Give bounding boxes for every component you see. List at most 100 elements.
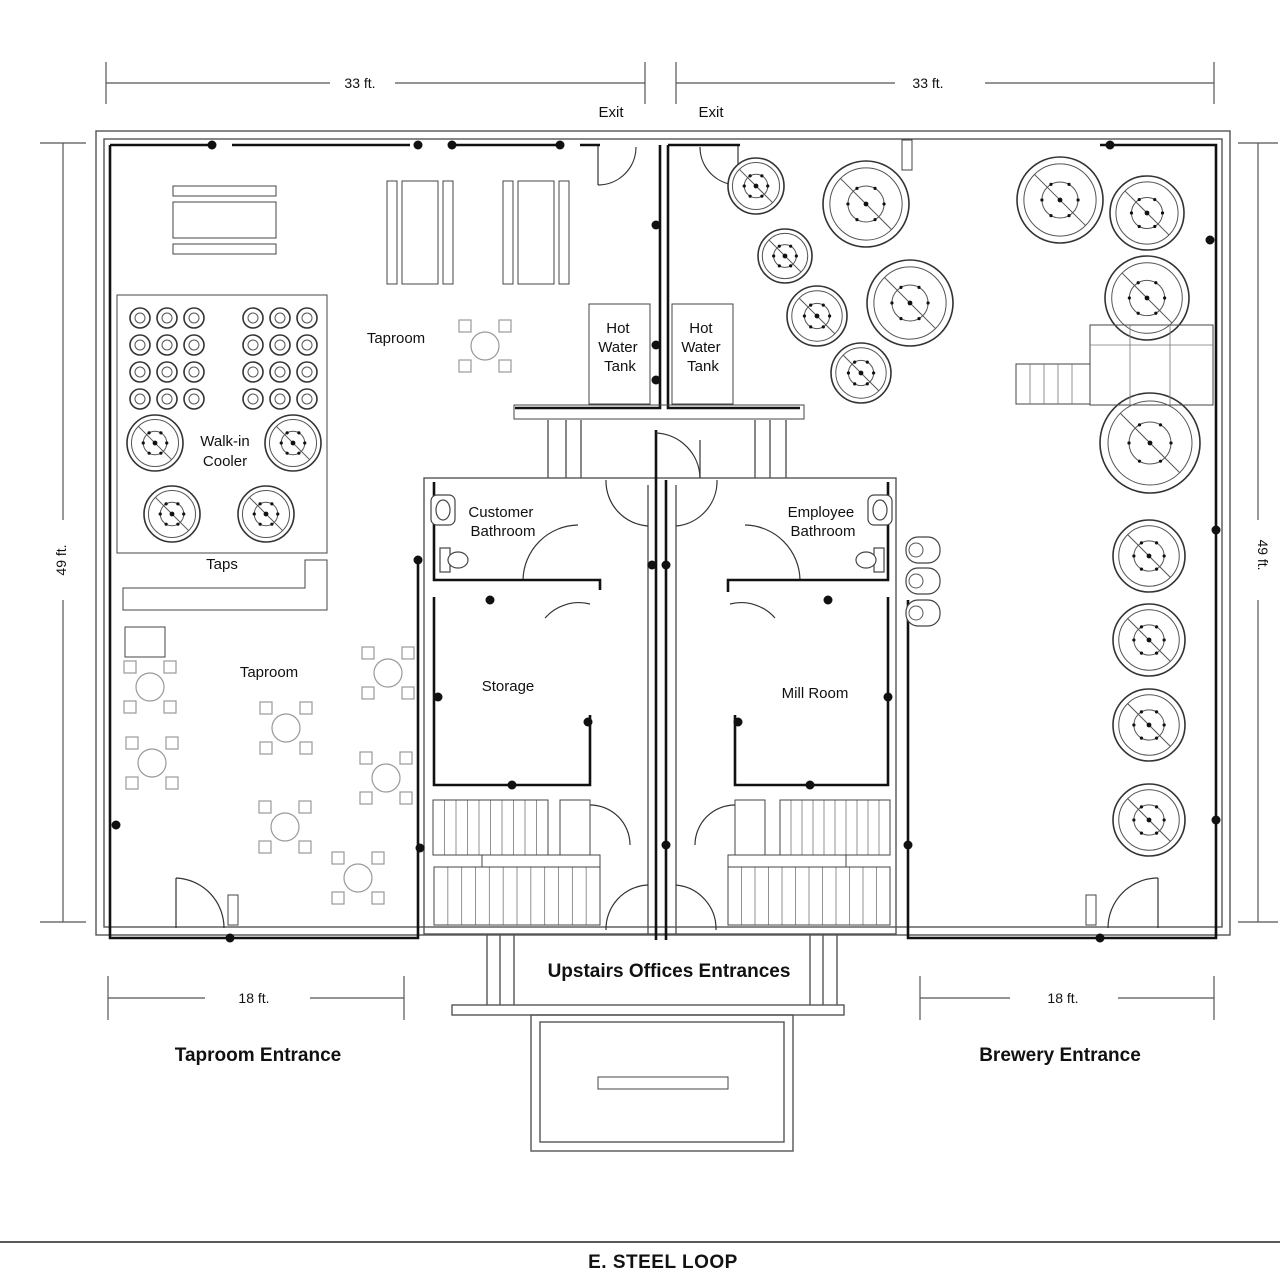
keg-icon [296,307,318,329]
taproom-lower-label: Taproom [240,664,298,681]
center-doors[interactable] [522,432,801,931]
storage-label: Storage [482,678,535,695]
keg-icon [129,388,151,410]
fermenter-tank-icon [1112,519,1186,593]
valve-markers [111,140,1221,943]
dimension-right: 49 ft. [1255,539,1271,570]
keg-icon [296,388,318,410]
closet-doors [559,799,766,856]
exit-door-icon[interactable] [175,877,225,929]
fermenter-tank-icon [1016,156,1104,244]
exit-door-icon[interactable] [1107,877,1159,929]
keg-icon [156,334,178,356]
keg-grid [129,307,318,410]
table-icon [361,646,415,700]
table-icon [458,319,512,373]
toilet-icon [855,547,885,573]
sink-icon [867,494,893,526]
dimension-left: 49 ft. [53,544,69,575]
stair-icon [432,799,891,926]
keg-icon [156,307,178,329]
keg-icon [242,388,264,410]
table-icon [125,736,179,790]
customer-bathroom-label: Customer Bathroom [468,504,537,540]
brew-platform [1015,324,1214,406]
electrical-panels [227,139,1097,926]
keg-icon [242,361,264,383]
fermenter-tank-icon [830,342,892,404]
fermenter-tank-icon [143,485,201,543]
fermenter-tank-icon [866,259,954,347]
hwt-left-l3: Tank [604,358,636,375]
keg-icon [242,334,264,356]
upstairs-offices-entrance-label: Upstairs Offices Entrances [548,961,791,982]
exit-door-icon[interactable] [597,146,637,186]
fermenter-tank-icon [757,228,813,284]
taproom-upper-label: Taproom [367,330,425,347]
brewery-entrance-label: Brewery Entrance [979,1045,1141,1066]
table-icon [123,660,177,714]
toilet-icon [439,547,469,573]
hwt-right-l2: Water [681,339,720,356]
fermenter-tank-icon [264,414,322,472]
fermenter-tank-icon [822,160,910,248]
fermenter-tank-icon [1112,603,1186,677]
dimension-bottom-right: 18 ft. [1047,990,1078,1006]
keg-icon [269,361,291,383]
brewhouse-tanks [727,156,1201,857]
hwt-right-l3: Tank [687,358,719,375]
walk-in-label-1: Walk-in [200,433,249,450]
pail-icons [905,536,941,627]
fermenter-tank-icon [237,485,295,543]
taps-label: Taps [206,556,238,573]
mill-room-label: Mill Room [782,685,849,702]
sink-icon [430,494,456,526]
dimension-lines [40,62,1278,1020]
fermenter-tank-icon [727,157,785,215]
keg-icon [296,361,318,383]
keg-icon [156,361,178,383]
outer-walls [95,130,1231,940]
hot-water-tank-right [671,303,734,405]
walk-in-cooler [116,294,328,554]
hot-water-tank-right-label: Hot Water Tank [681,320,725,375]
exit-label-left: Exit [598,104,624,121]
keg-icon [183,388,205,410]
fermenter-tank-icon [1099,392,1201,494]
table-icon [359,751,413,805]
keg-icon [129,334,151,356]
hot-water-tank-left-label: Hot Water Tank [598,320,642,375]
keg-icon [269,307,291,329]
customer-bathroom-l2: Bathroom [470,523,535,540]
fermenter-tank-icon [786,285,848,347]
fermenter-tank-icon [1112,688,1186,762]
bench-seating [172,180,570,285]
fermenter-tank-icon [1112,783,1186,857]
cooler-tanks [126,414,322,543]
keg-icon [269,334,291,356]
hwt-right-l1: Hot [689,320,713,337]
keg-icon [183,334,205,356]
table-icon [259,701,313,755]
hwt-left-l1: Hot [606,320,630,337]
exit-label-right: Exit [698,104,724,121]
keg-icon [296,334,318,356]
keg-icon [156,388,178,410]
employee-bathroom-label: Employee Bathroom [788,504,859,540]
keg-icon [269,388,291,410]
dimension-bottom-left: 18 ft. [238,990,269,1006]
dimension-top-left: 33 ft. [344,75,375,91]
keg-icon [183,307,205,329]
table-icon [258,800,312,854]
customer-bathroom-l1: Customer [468,504,533,521]
taproom-tables [123,319,512,905]
fermenter-tank-icon [1104,255,1190,341]
keg-icon [183,361,205,383]
walk-in-label-2: Cooler [203,453,247,470]
employee-bathroom-l2: Bathroom [790,523,855,540]
fermenter-tank-icon [126,414,184,472]
taproom-entrance-label: Taproom Entrance [175,1045,341,1066]
dimension-top-right: 33 ft. [912,75,943,91]
